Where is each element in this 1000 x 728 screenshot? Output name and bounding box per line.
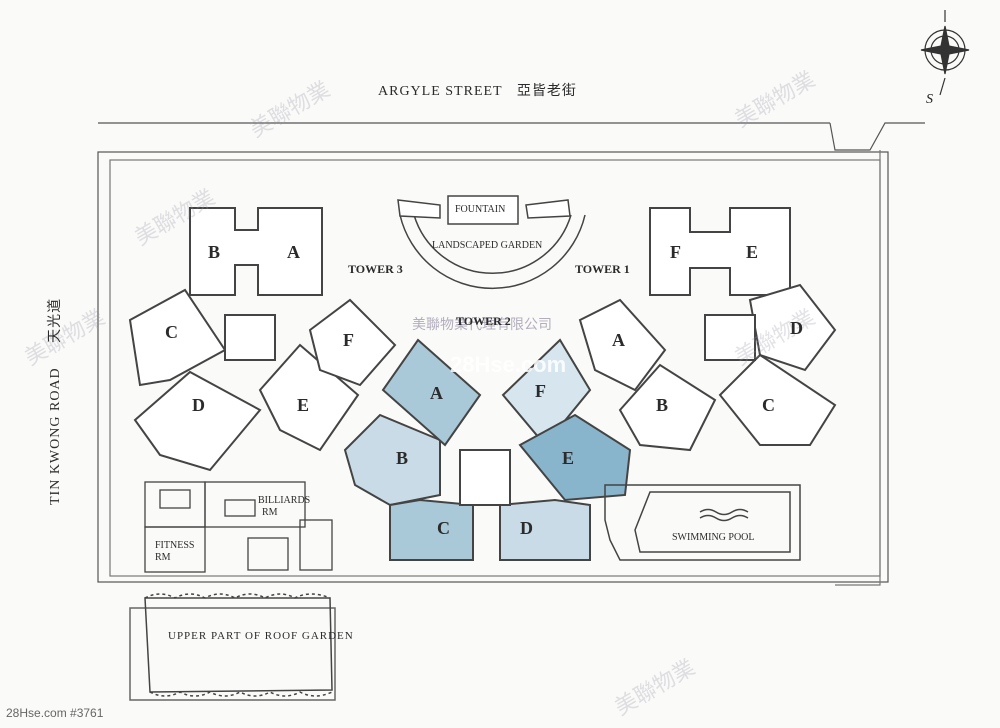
tower1-unit-f[interactable]: F: [670, 242, 681, 262]
fitness-room-label: FITNESS RM: [155, 540, 195, 563]
tower3-unit-c[interactable]: C: [165, 322, 178, 342]
compass-rose: [920, 10, 970, 96]
swimming-pool-label: SWIMMING POOL: [672, 532, 755, 543]
tower2-unit-a: [381, 338, 482, 447]
tower2-unit-f: [501, 338, 592, 447]
tower2-unit-d: [499, 498, 591, 561]
pool-table-room: [144, 481, 206, 528]
road-name-zh: 天光道: [48, 297, 63, 343]
tower3-unit-b[interactable]: B: [208, 242, 221, 262]
landscaped-garden-arc: [399, 214, 586, 290]
fountain-label: FOUNTAIN: [455, 204, 506, 215]
tower2-unit-b[interactable]: B: [396, 448, 409, 468]
tower2-unit-c: [389, 498, 474, 561]
tower3-unit-d[interactable]: D: [192, 395, 205, 415]
tin-kwong-road-label: TIN KWONG ROAD 天光道: [44, 298, 64, 505]
tower3-core: [224, 314, 276, 361]
tower3-units-ba: [189, 207, 323, 296]
tower2-unit-d[interactable]: D: [520, 518, 533, 538]
compass-south-label: S: [926, 92, 933, 107]
street-name-zh: 亞皆老街: [516, 84, 577, 99]
tower3-unit-d: [133, 370, 262, 472]
tower1-unit-a[interactable]: A: [612, 330, 625, 350]
watermark-company: 美聯物業代理有限公司: [412, 318, 552, 333]
roof-garden-label: UPPER PART OF ROOF GARDEN: [168, 630, 354, 642]
tower2-unit-e: [518, 413, 632, 502]
tower3-unit-f: [308, 298, 397, 387]
site-boundary: [97, 151, 889, 583]
listing-footer: 28Hse.com #3761: [6, 706, 104, 720]
argyle-street-label: ARGYLE STREET 亞皆老街: [378, 80, 577, 100]
swimming-pool-deck: [604, 484, 801, 561]
tower2-unit-a[interactable]: A: [430, 383, 443, 403]
tower3-unit-c: [128, 288, 227, 387]
tower1-unit-e[interactable]: E: [746, 242, 759, 262]
tower2-unit-b: [343, 413, 441, 507]
fountain-box: [447, 195, 519, 225]
tower1-unit-a: [578, 298, 667, 392]
roof-garden-outline: [144, 597, 333, 693]
tower3-unit-f[interactable]: F: [343, 330, 354, 350]
tower2-label: TOWER 2: [456, 314, 511, 328]
tower3-label: TOWER 3: [348, 262, 403, 276]
tower1-label: TOWER 1: [575, 262, 630, 276]
swimming-pool: [634, 491, 791, 553]
tower2-core: [459, 449, 511, 506]
tower2-unit-f[interactable]: F: [535, 381, 546, 401]
watermark-site: 28Hse.com: [450, 352, 567, 377]
landscaped-garden-label: LANDSCAPED GARDEN: [432, 240, 543, 251]
street-name-en: ARGYLE STREET: [378, 84, 503, 99]
tower1-unit-d: [748, 283, 837, 372]
tower1-unit-b: [618, 363, 717, 452]
tower3-unit-e: [258, 343, 360, 452]
road-name-en: TIN KWONG ROAD: [48, 367, 63, 505]
tower3-unit-e[interactable]: E: [297, 395, 310, 415]
roof-garden-boundary: [129, 607, 336, 701]
tower1-core: [704, 314, 756, 361]
billiards-room-outline: [204, 481, 306, 528]
tower1-unit-d[interactable]: D: [790, 318, 803, 338]
tower3-unit-a[interactable]: A: [287, 242, 300, 262]
tower1-unit-c[interactable]: C: [762, 395, 775, 415]
tower2-unit-e[interactable]: E: [562, 448, 575, 468]
fitness-room-outline: [144, 526, 206, 573]
billiards-room-label: BILLIARDS RM: [258, 495, 311, 518]
tower1-unit-b[interactable]: B: [656, 395, 669, 415]
tower2-unit-c[interactable]: C: [437, 518, 450, 538]
tower1-unit-c: [718, 353, 837, 446]
corner-boundary: [829, 122, 925, 151]
